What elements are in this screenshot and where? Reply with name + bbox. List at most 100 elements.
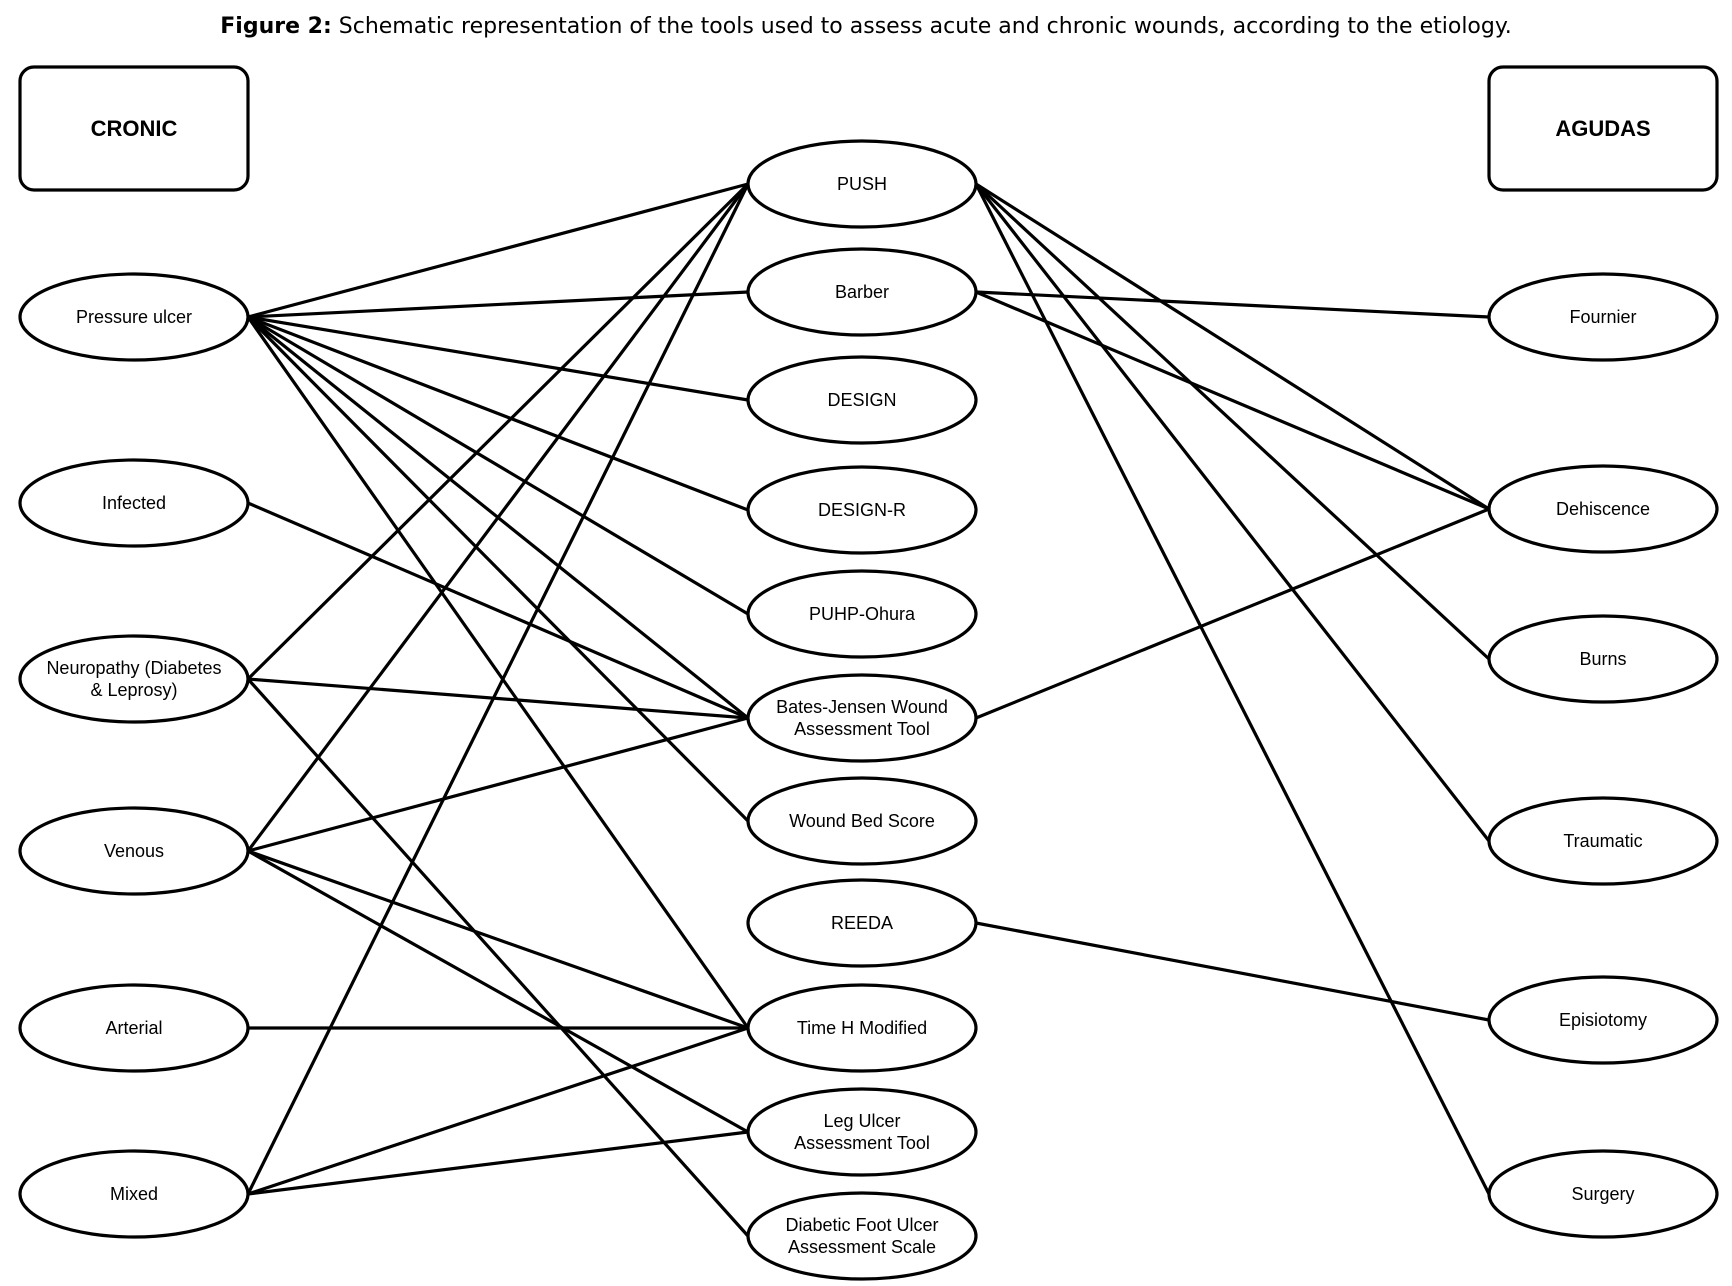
tool-node-barber: Barber xyxy=(746,247,978,337)
right-node-fournier: Fournier xyxy=(1487,272,1719,362)
tool-node-design-ellipse xyxy=(746,355,978,445)
tool-node-puhp: PUHP-Ohura xyxy=(746,569,978,659)
header-cronic-label: CRONIC xyxy=(91,116,178,141)
edge-push-surgery xyxy=(974,183,1491,1195)
right-node-surgery: Surgery xyxy=(1487,1149,1719,1239)
tool-node-bates-ellipse xyxy=(746,673,978,763)
tool-node-timeh-ellipse xyxy=(746,983,978,1073)
tool-node-push: PUSH xyxy=(746,139,978,229)
left-node-venous: Venous xyxy=(18,806,250,896)
tool-node-legulcer-ellipse xyxy=(746,1087,978,1177)
header-agudas-box xyxy=(1487,65,1719,192)
right-node-surgery-ellipse xyxy=(1487,1149,1719,1239)
tool-node-design-label: DESIGN xyxy=(827,390,896,410)
edge-push-traumatic xyxy=(974,183,1491,842)
left-node-mixed-label: Mixed xyxy=(110,1184,158,1204)
right-node-dehiscence-label: Dehiscence xyxy=(1556,499,1650,519)
tool-node-designr-ellipse xyxy=(746,465,978,555)
left-node-pressure-ellipse xyxy=(18,272,250,362)
right-node-fournier-ellipse xyxy=(1487,272,1719,362)
left-node-arterial-ellipse xyxy=(18,983,250,1073)
right-node-dehiscence-ellipse xyxy=(1487,464,1719,554)
tool-node-bates-label: Bates-Jensen Wound xyxy=(776,697,948,717)
tool-node-reeda-label: REEDA xyxy=(831,913,893,933)
tool-node-dfu-label: Diabetic Foot Ulcer xyxy=(785,1215,938,1235)
right-node-burns: Burns xyxy=(1487,614,1719,704)
right-node-dehiscence: Dehiscence xyxy=(1487,464,1719,554)
edge-venous-push xyxy=(246,183,750,852)
tool-node-reeda-ellipse xyxy=(746,878,978,968)
tool-node-designr: DESIGN-R xyxy=(746,465,978,555)
tool-node-legulcer-label: Leg Ulcer xyxy=(823,1111,900,1131)
edge-venous-timeh xyxy=(247,849,749,1030)
tool-node-timeh: Time H Modified xyxy=(746,983,978,1073)
left-node-arterial-label: Arterial xyxy=(105,1018,162,1038)
left-node-venous-ellipse xyxy=(18,806,250,896)
edge-pressure-wbs xyxy=(246,315,750,823)
left-node-neuropathy-label: Neuropathy (Diabetes xyxy=(46,658,221,678)
right-node-traumatic-ellipse xyxy=(1487,796,1719,886)
edge-infected-bates xyxy=(247,501,749,720)
edge-pressure-timeh xyxy=(246,316,750,1029)
edge-bates-dehiscence xyxy=(975,507,1490,720)
edge-reeda-episiotomy xyxy=(975,921,1490,1022)
tool-node-wbs: Wound Bed Score xyxy=(746,776,978,866)
edge-barber-dehiscence xyxy=(975,290,1490,511)
right-node-traumatic-label: Traumatic xyxy=(1563,831,1642,851)
right-node-episiotomy: Episiotomy xyxy=(1487,975,1719,1065)
left-node-neuropathy-label: & Leprosy) xyxy=(90,680,177,700)
left-node-infected: Infected xyxy=(18,458,250,548)
left-node-venous-label: Venous xyxy=(104,841,164,861)
tool-node-barber-ellipse xyxy=(746,247,978,337)
tool-node-legulcer-label: Assessment Tool xyxy=(794,1133,930,1153)
right-node-burns-ellipse xyxy=(1487,614,1719,704)
tool-node-puhp-label: PUHP-Ohura xyxy=(809,604,916,624)
left-node-arterial: Arterial xyxy=(18,983,250,1073)
tool-node-dfu-label: Assessment Scale xyxy=(788,1237,936,1257)
header-agudas: AGUDAS xyxy=(1487,65,1719,192)
edge-mixed-push xyxy=(246,183,750,1195)
left-node-pressure-label: Pressure ulcer xyxy=(76,307,192,327)
edge-push-burns xyxy=(974,182,1491,661)
right-node-burns-label: Burns xyxy=(1579,649,1626,669)
caption-text: Schematic representation of the tools us… xyxy=(331,14,1512,39)
header-agudas-label: AGUDAS xyxy=(1555,116,1650,141)
edge-neuropathy-dfu xyxy=(246,677,750,1238)
edges-layer xyxy=(246,182,1491,1238)
tool-node-design: DESIGN xyxy=(746,355,978,445)
edge-neuropathy-push xyxy=(246,182,750,681)
edge-push-dehiscence xyxy=(975,182,1490,511)
left-node-infected-label: Infected xyxy=(102,493,166,513)
edge-mixed-timeh xyxy=(247,1026,749,1196)
left-node-infected-ellipse xyxy=(18,458,250,548)
right-node-traumatic: Traumatic xyxy=(1487,796,1719,886)
left-node-pressure: Pressure ulcer xyxy=(18,272,250,362)
left-node-neuropathy-ellipse xyxy=(18,634,250,724)
edge-neuropathy-bates xyxy=(247,677,749,720)
figure-caption: Figure 2: Schematic representation of th… xyxy=(0,14,1732,39)
edge-pressure-puhp xyxy=(247,315,749,616)
edge-pressure-push xyxy=(247,182,749,319)
tool-node-designr-label: DESIGN-R xyxy=(818,500,906,520)
tool-node-push-label: PUSH xyxy=(837,174,887,194)
header-cronic: CRONIC xyxy=(18,65,250,192)
edge-venous-bates xyxy=(247,716,749,853)
right-node-episiotomy-ellipse xyxy=(1487,975,1719,1065)
tool-node-reeda: REEDA xyxy=(746,878,978,968)
right-node-surgery-label: Surgery xyxy=(1571,1184,1634,1204)
right-node-episiotomy-label: Episiotomy xyxy=(1559,1010,1647,1030)
edge-pressure-designr xyxy=(247,315,749,512)
edge-barber-fournier xyxy=(975,290,1490,319)
tool-node-dfu-ellipse xyxy=(746,1191,978,1281)
right-node-fournier-label: Fournier xyxy=(1569,307,1636,327)
tool-node-barber-label: Barber xyxy=(835,282,889,302)
edge-venous-legulcer xyxy=(247,849,749,1134)
header-cronic-box xyxy=(18,65,250,192)
tool-node-puhp-ellipse xyxy=(746,569,978,659)
left-node-neuropathy: Neuropathy (Diabetes& Leprosy) xyxy=(18,634,250,724)
